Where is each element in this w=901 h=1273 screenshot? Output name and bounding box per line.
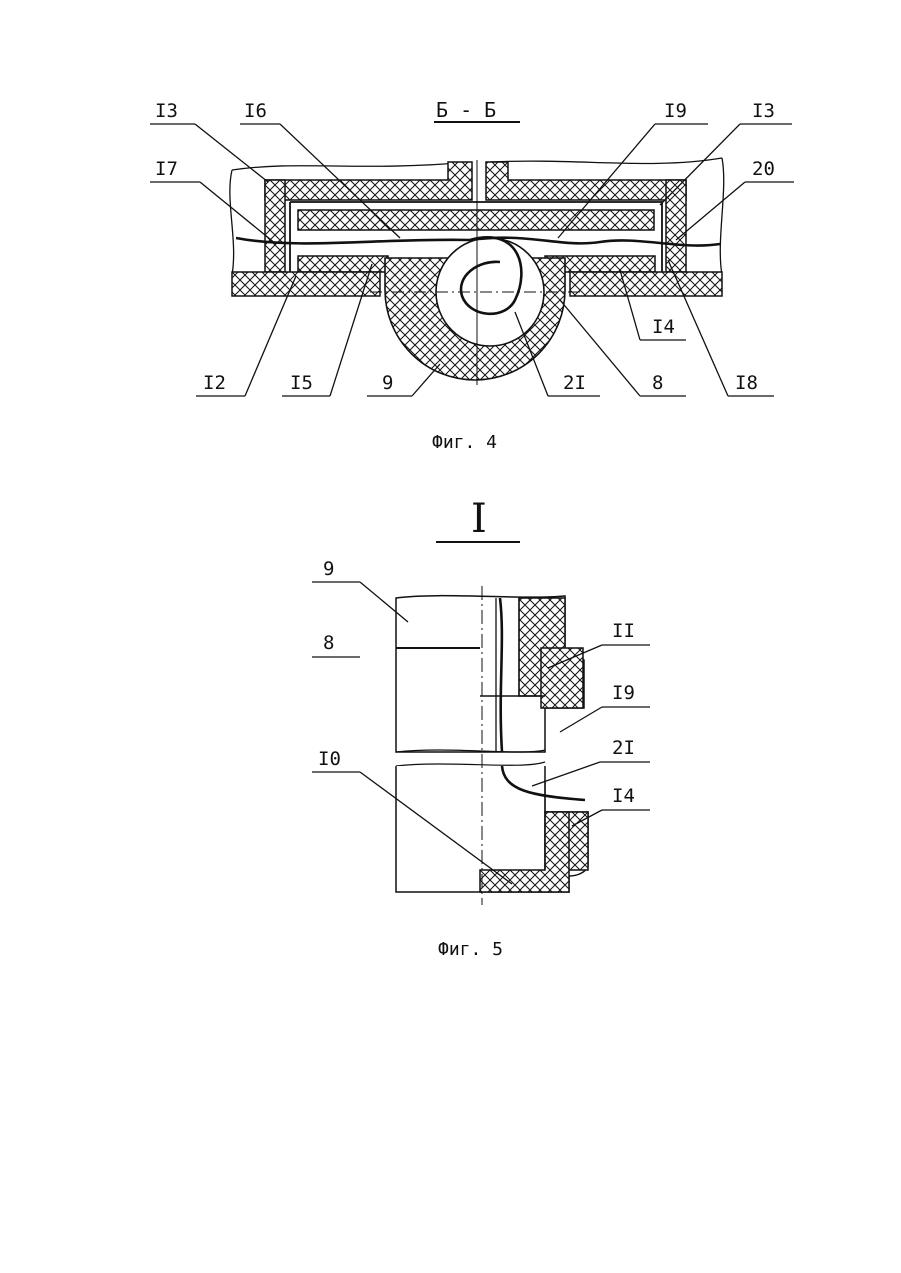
fig4-label-8: 8 bbox=[652, 372, 663, 394]
fig4-housing-top-right bbox=[486, 162, 686, 200]
fig4-label-15: I5 bbox=[290, 372, 313, 394]
fig5-cable-upper bbox=[500, 598, 502, 752]
fig4-lower-strip-left bbox=[298, 256, 388, 272]
fig4-section-title: Б - Б bbox=[436, 98, 496, 122]
fig4-label-13-right: I3 bbox=[752, 100, 775, 122]
fig5-label-21: 2I bbox=[612, 737, 635, 759]
fig4-housing-right-wall bbox=[666, 180, 686, 272]
fig5-break-lower bbox=[396, 762, 545, 766]
fig4-break-line-right bbox=[490, 158, 722, 163]
fig4-break-line-right-side bbox=[720, 158, 723, 275]
fig4-housing-top-left bbox=[265, 162, 472, 200]
fig4-section-drawing: Б - Б bbox=[150, 98, 794, 453]
fig4-label-13-left: I3 bbox=[155, 100, 178, 122]
fig4-caption: Фиг. 4 bbox=[432, 432, 497, 453]
fig5-label-11: II bbox=[612, 620, 635, 642]
fig4-label-9: 9 bbox=[382, 372, 393, 394]
fig4-housing-left-wall bbox=[265, 180, 285, 272]
fig5-label-10: I0 bbox=[318, 748, 341, 770]
fig5-detail-drawing: I 9 8 bbox=[312, 496, 650, 960]
fig4-label-17: I7 bbox=[155, 158, 178, 180]
fig5-label-19: I9 bbox=[612, 682, 635, 704]
fig4-label-18: I8 bbox=[735, 372, 758, 394]
fig4-label-20: 20 bbox=[752, 158, 775, 180]
fig5-hatched-ring-11 bbox=[541, 648, 583, 708]
fig5-label-8: 8 bbox=[323, 632, 334, 654]
fig4-break-line-left bbox=[232, 162, 470, 170]
fig4-label-16: I6 bbox=[244, 100, 267, 122]
fig5-caption: Фиг. 5 bbox=[438, 939, 503, 960]
fig4-bottom-flange-right bbox=[570, 272, 722, 296]
fig4-break-line-left-side bbox=[230, 170, 234, 275]
fig4-label-12: I2 bbox=[203, 372, 226, 394]
fig4-label-19: I9 bbox=[664, 100, 687, 122]
fig5-label-14: I4 bbox=[612, 785, 635, 807]
fig5-view-title: I bbox=[471, 496, 487, 542]
fig4-inner-plate bbox=[298, 210, 654, 230]
fig4-label-21: 2I bbox=[563, 372, 586, 394]
fig4-label-14: I4 bbox=[652, 316, 675, 338]
fig5-label-9: 9 bbox=[323, 558, 334, 580]
fig4-bottom-flange-left bbox=[232, 272, 380, 296]
